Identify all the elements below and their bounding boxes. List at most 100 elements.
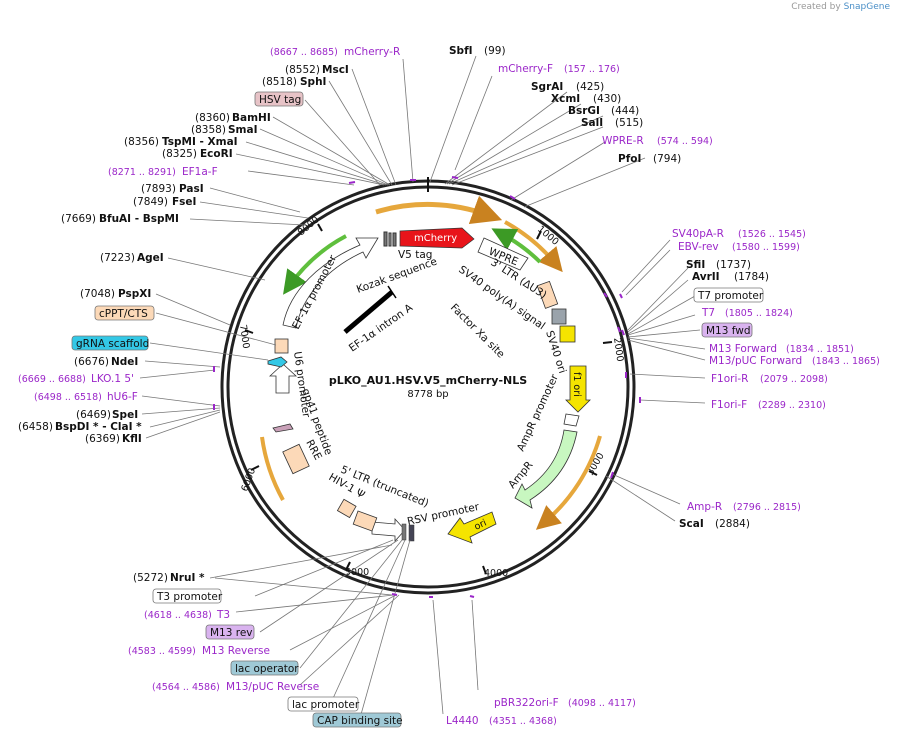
enzyme-pasi: PasI xyxy=(179,183,204,195)
sv40-ori-box xyxy=(559,325,576,343)
svg-text:(444): (444) xyxy=(611,105,639,117)
enzyme-pspxi: PspXI xyxy=(118,288,151,300)
svg-text:(1834 .. 1851): (1834 .. 1851) xyxy=(786,344,854,355)
enzyme-scai: ScaI xyxy=(679,518,704,530)
svg-text:(4583 .. 4599): (4583 .. 4599) xyxy=(128,646,196,657)
svg-text:(8360): (8360) xyxy=(195,112,230,124)
tick-marks xyxy=(244,177,613,575)
enzyme-sphi: SphI xyxy=(300,76,326,88)
svg-text:(6498 .. 6518): (6498 .. 6518) xyxy=(34,392,102,403)
boxed-feature-labels: HSV tag T7 promoter M13 fwd cPPT/CTS gRN… xyxy=(71,91,764,728)
enzyme-labels: SbfI (99) SgrAI (425) XcmI (430) BsrGI (… xyxy=(18,45,769,584)
enzyme-fsei: FseI xyxy=(172,196,196,208)
enzyme-agei: AgeI xyxy=(137,252,164,264)
lac-operator-label: lac operator xyxy=(235,663,299,675)
ef1a-promoter-arrow xyxy=(282,237,379,329)
svg-text:(7223): (7223) xyxy=(100,252,135,264)
ef1a-intron-bar xyxy=(343,290,394,334)
primer-m13-reverse: M13 Reverse xyxy=(202,645,270,657)
cppt-cts-label: cPPT/CTS xyxy=(99,308,148,320)
v5-hsv-tag-bars xyxy=(383,231,397,247)
kozak-label: Kozak sequence xyxy=(355,256,439,296)
enzyme-ecori: EcoRI xyxy=(200,148,233,160)
primer-mcherry-f: mCherry-F xyxy=(498,63,553,75)
svg-text:(1843 .. 1865): (1843 .. 1865) xyxy=(812,356,880,367)
tick-4000: 4000 xyxy=(484,568,508,579)
svg-text:(4564 .. 4586): (4564 .. 4586) xyxy=(152,682,220,693)
svg-text:(6669 .. 6688): (6669 .. 6688) xyxy=(18,374,86,385)
arc-wpre-green xyxy=(491,228,542,264)
svg-text:(2289 .. 2310): (2289 .. 2310) xyxy=(758,400,826,411)
svg-text:(7669): (7669) xyxy=(61,213,96,225)
arc-ef1a-green xyxy=(283,234,347,295)
enzyme-bspdi-clai: BspDI * - ClaI * xyxy=(55,421,142,433)
svg-text:(2079 .. 2098): (2079 .. 2098) xyxy=(760,374,828,385)
enzyme-bfuai-bspmi: BfuAI - BspMI xyxy=(99,213,179,225)
enzyme-sali: SalI xyxy=(581,117,603,129)
snapgene-brand: SnapGene xyxy=(843,2,890,12)
tick-8000: 8000 xyxy=(296,214,322,238)
svg-text:(8325): (8325) xyxy=(162,148,197,160)
svg-text:(430): (430) xyxy=(593,93,621,105)
primer-mcherry-r: mCherry-R xyxy=(344,46,400,58)
primer-m13-forward: M13 Forward xyxy=(709,343,777,355)
svg-text:(1526 .. 1545): (1526 .. 1545) xyxy=(738,229,806,240)
factor-xa-label: Factor Xa site xyxy=(448,302,507,361)
primer-ef1a-f: EF1a-F xyxy=(182,166,218,178)
svg-text:(794): (794) xyxy=(653,153,681,165)
svg-text:(8271 .. 8291): (8271 .. 8291) xyxy=(108,167,176,178)
svg-text:(6469): (6469) xyxy=(76,409,111,421)
svg-text:(574 .. 594): (574 .. 594) xyxy=(657,136,713,147)
plasmid-name: pLKO_AU1.HSV.V5_mCherry-NLS xyxy=(329,374,527,387)
t3-promoter-label: T3 promoter xyxy=(156,591,223,603)
svg-text:(8358): (8358) xyxy=(191,124,226,136)
credit-prefix: Created by xyxy=(791,2,841,12)
svg-text:(4098 .. 4117): (4098 .. 4117) xyxy=(568,698,636,709)
enzyme-tspmi-xmai: TspMI - XmaI xyxy=(162,136,238,148)
primer-t3: T3 xyxy=(216,609,230,621)
svg-text:(425): (425) xyxy=(576,81,604,93)
tick-2000: 2000 xyxy=(611,337,625,362)
enzyme-xcmi: XcmI xyxy=(551,93,580,105)
primer-m13-puc-reverse: M13/pUC Reverse xyxy=(226,681,319,693)
lac-promoter-label: lac promoter xyxy=(292,699,360,711)
enzyme-sfii: SfiI xyxy=(686,259,705,271)
svg-text:(4351 .. 4368): (4351 .. 4368) xyxy=(489,716,557,727)
mcherry-label: mCherry xyxy=(414,233,457,244)
svg-text:(1805 .. 1824): (1805 .. 1824) xyxy=(725,308,793,319)
grna-scaffold-shape xyxy=(267,356,288,368)
arc-top-orange xyxy=(375,195,503,225)
lac-features-bars xyxy=(401,523,407,541)
ori-arrow xyxy=(447,511,497,544)
plasmid-size: 8778 bp xyxy=(407,389,448,400)
enzyme-bamhi: BamHI xyxy=(232,112,271,124)
svg-text:(6369): (6369) xyxy=(85,433,120,445)
primer-ring-marks xyxy=(213,176,641,598)
svg-text:(1580 .. 1599): (1580 .. 1599) xyxy=(732,242,800,253)
primer-hu6-f: hU6-F xyxy=(107,391,138,403)
primer-amp-r: Amp-R xyxy=(687,501,722,513)
ef1a-intron-label: EF-1α intron A xyxy=(347,301,416,354)
snapgene-credit: Created by SnapGene xyxy=(791,2,890,12)
svg-text:(2884): (2884) xyxy=(715,518,750,530)
rsv-promoter-arrow xyxy=(371,517,406,543)
svg-text:(515): (515) xyxy=(615,117,643,129)
enzyme-avrii: AvrII xyxy=(692,271,720,283)
enzyme-ndei: NdeI xyxy=(111,356,138,368)
svg-text:(8356): (8356) xyxy=(124,136,159,148)
ori-label: ori xyxy=(473,518,489,533)
grna-scaffold-label: gRNA scaffold xyxy=(76,338,149,350)
svg-text:(7849): (7849) xyxy=(133,196,168,208)
arc-left-orange xyxy=(260,436,285,501)
u6-promoter-arrow xyxy=(268,363,298,394)
enzyme-smai: SmaI xyxy=(228,124,258,136)
svg-text:(2796 .. 2815): (2796 .. 2815) xyxy=(733,502,801,513)
u6-promoter-label: U6 promoter xyxy=(291,351,312,419)
ampr-arrow xyxy=(514,429,578,509)
m13-fwd-label: M13 fwd xyxy=(706,325,751,337)
rre-box xyxy=(282,443,310,475)
primer-lko1-5: LKO.1 5' xyxy=(91,373,134,385)
gp41-shape xyxy=(272,423,294,433)
